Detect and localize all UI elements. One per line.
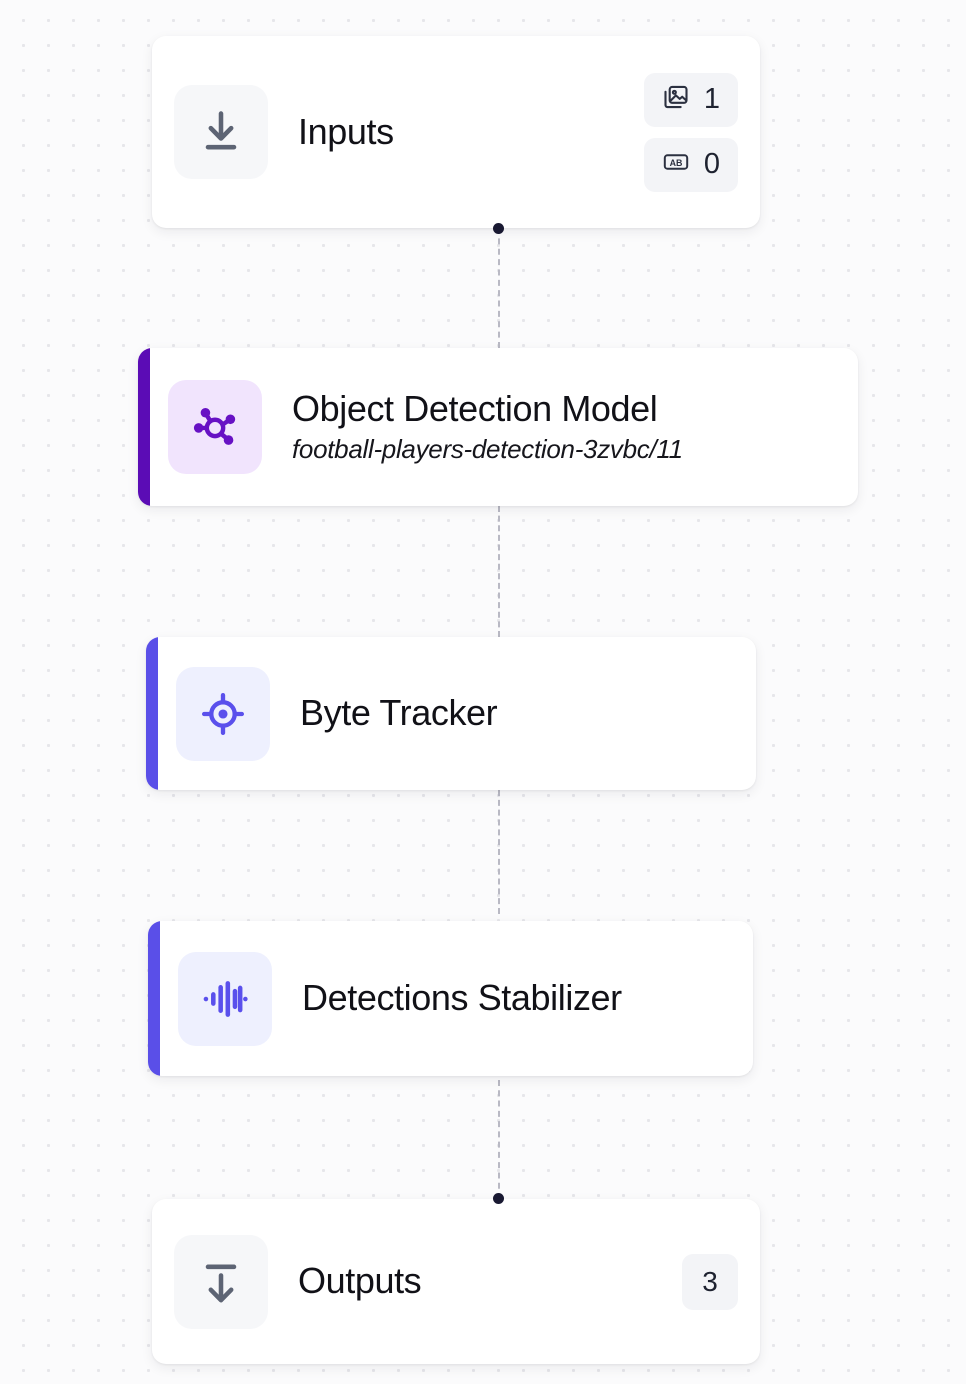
node-title: Outputs <box>298 1260 422 1302</box>
images-icon <box>662 83 690 116</box>
node-title: Detections Stabilizer <box>302 977 622 1019</box>
node-accent-bar <box>138 348 150 506</box>
node-detections-stabilizer[interactable]: Detections Stabilizer <box>148 921 753 1076</box>
badge-outputs-count[interactable]: 3 <box>682 1253 738 1310</box>
badge-count: 0 <box>703 148 720 180</box>
connector-dot-outputs-input[interactable] <box>493 1193 504 1204</box>
connector-dot-inputs-output[interactable] <box>493 223 504 234</box>
edge-tracker-to-stabilizer <box>498 790 500 914</box>
edge-stabilizer-to-outputs <box>498 1080 500 1199</box>
node-title: Inputs <box>298 110 394 152</box>
node-byte-tracker[interactable]: Byte Tracker <box>146 637 756 790</box>
badge-count: 3 <box>702 1265 718 1297</box>
node-inputs[interactable]: Inputs 1 <box>152 36 760 228</box>
svg-text:AB: AB <box>669 158 682 168</box>
inputs-badges: 1 AB 0 <box>643 72 738 192</box>
upload-arrow-icon <box>174 1234 268 1329</box>
badge-text-params[interactable]: AB 0 <box>643 137 738 192</box>
node-title: Object Detection Model <box>292 388 658 430</box>
node-outputs[interactable]: Outputs 3 <box>152 1199 760 1364</box>
node-title: Byte Tracker <box>300 692 498 734</box>
badge-count: 1 <box>703 83 720 115</box>
network-nodes-icon <box>168 380 262 474</box>
badge-images[interactable]: 1 <box>643 72 738 127</box>
crosshair-target-icon <box>176 666 270 761</box>
audio-waveform-icon <box>178 951 272 1046</box>
node-subtitle: football-players-detection-3zvbc/11 <box>292 433 683 464</box>
download-arrow-icon <box>174 85 268 179</box>
node-object-detection-model[interactable]: Object Detection Model football-players-… <box>138 348 858 506</box>
edge-inputs-to-model <box>498 228 500 348</box>
node-accent-bar <box>146 637 158 790</box>
node-accent-bar <box>148 921 160 1076</box>
ab-text-icon: AB <box>662 148 690 181</box>
edge-model-to-tracker <box>498 506 500 637</box>
